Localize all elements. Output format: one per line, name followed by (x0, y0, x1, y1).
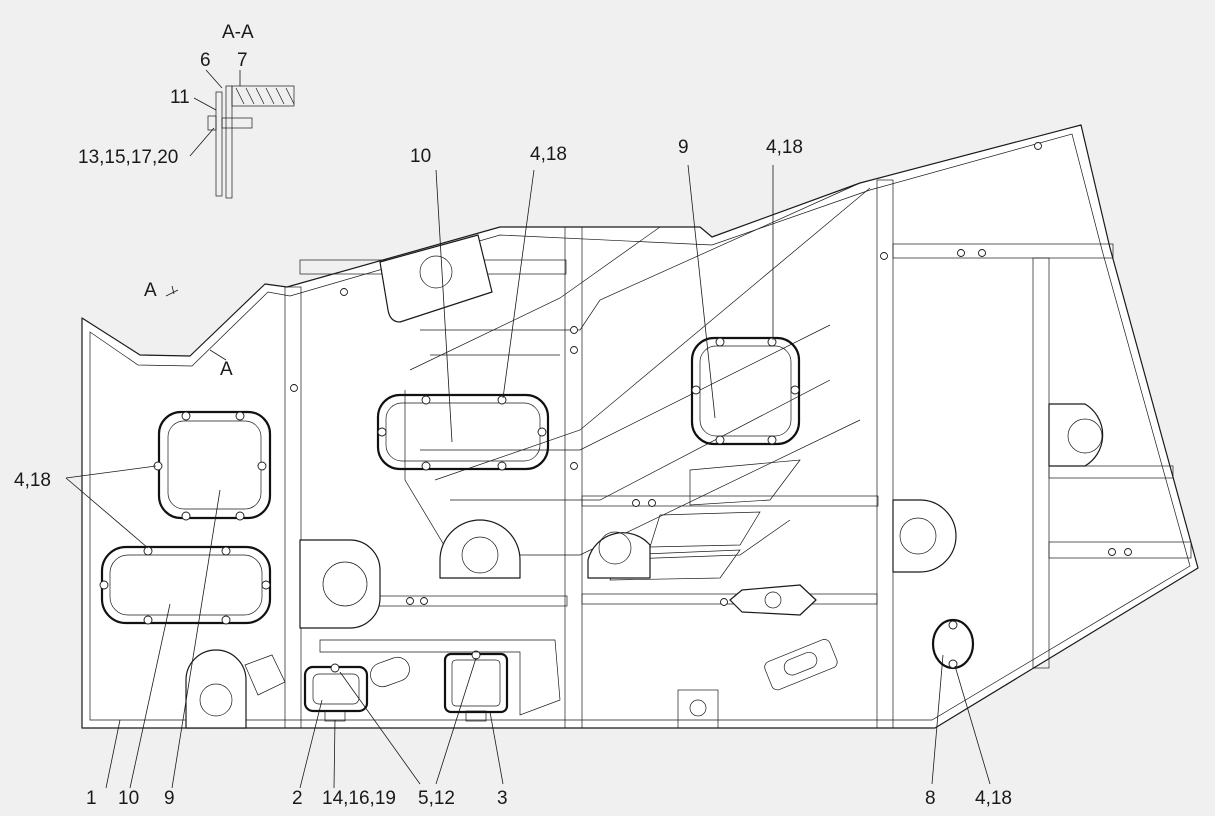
cover-8 (931, 618, 975, 670)
top-bracket (379, 234, 493, 323)
label-9: 9 (164, 788, 175, 809)
label-4-18-bottom: 4,18 (975, 788, 1012, 809)
section-mark-a-bottom: A (220, 359, 233, 380)
label-14-16-19: 14,16,19 (322, 788, 396, 809)
section-view-a-a: A-A 6 7 11 13,15,17,20 (78, 22, 295, 199)
callout-4-18-top-right: 4,18 (766, 137, 803, 158)
callout-4-18-side: 4,18 (14, 470, 51, 491)
section-part-11: 11 (170, 87, 190, 108)
cover-3 (443, 650, 509, 722)
label-2: 2 (292, 788, 303, 809)
callout-10-top: 10 (410, 146, 431, 167)
section-insulation (231, 85, 295, 107)
section-mark-a-top: A (144, 280, 157, 301)
section-part-6: 6 (200, 50, 211, 71)
label-5-12: 5,12 (418, 788, 455, 809)
label-1: 1 (86, 788, 97, 809)
bearing-housings (185, 403, 1104, 729)
cover-2 (303, 663, 369, 722)
label-10: 10 (118, 788, 139, 809)
section-part-13-15-17-20: 13,15,17,20 (78, 147, 178, 168)
section-plate-left (215, 91, 223, 197)
label-8: 8 (925, 788, 936, 809)
section-plate-right (225, 85, 233, 199)
callout-4-18-top-left: 4,18 (530, 144, 567, 165)
leader-lines (65, 164, 991, 789)
frame-bolts (290, 142, 1132, 606)
callout-9-top: 9 (678, 137, 689, 158)
section-bolt (221, 117, 253, 129)
panel-outline (81, 124, 1199, 729)
section-title: A-A (222, 22, 254, 43)
label-3: 3 (497, 788, 508, 809)
section-part-7: 7 (237, 50, 248, 71)
hatch-bolts (99, 337, 800, 625)
